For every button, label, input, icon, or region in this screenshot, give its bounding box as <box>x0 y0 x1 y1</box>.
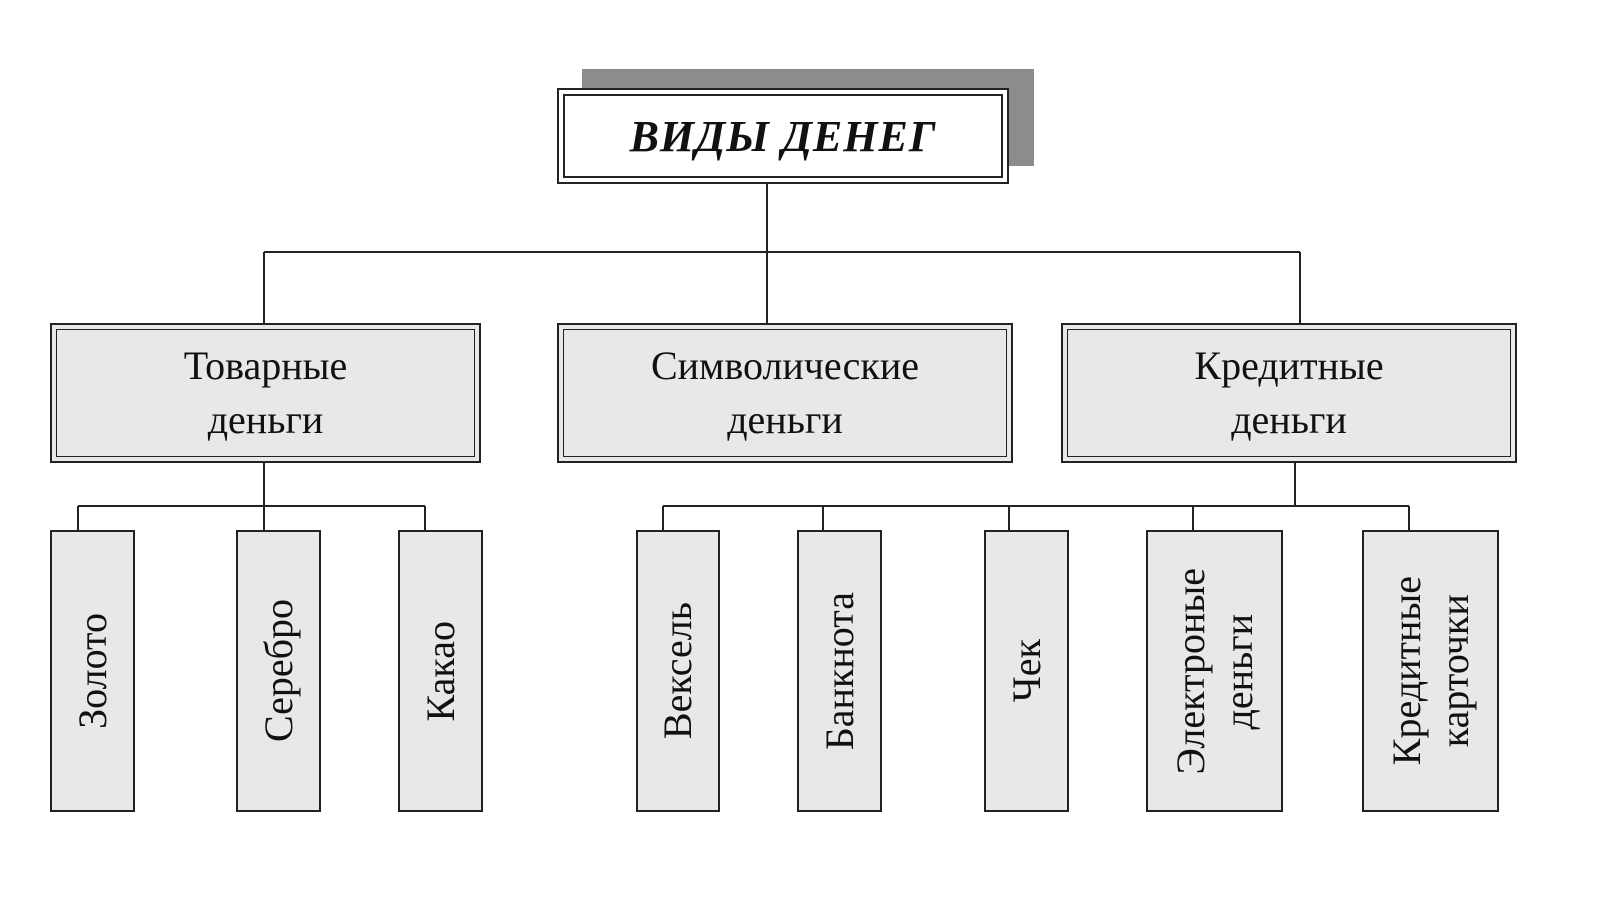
root-box: ВИДЫ ДЕНЕГ <box>557 88 1009 184</box>
leaf-label: Электроные деньги <box>1167 567 1261 775</box>
category-label: Товарные деньги <box>183 343 348 442</box>
leaf-label: Вексель <box>655 602 700 740</box>
leaf-gold: Золото <box>50 530 135 812</box>
category-label: Кредитные деньги <box>1194 343 1384 442</box>
leaf-cocoa: Какао <box>398 530 483 812</box>
category-label: Символические деньги <box>650 343 920 442</box>
leaf-label: Серебро <box>255 599 301 743</box>
leaf-bill-of-exchange: Вексель <box>636 530 720 812</box>
leaf-label: Золото <box>69 613 115 729</box>
category-credit-money: Кредитные деньги <box>1061 323 1517 463</box>
leaf-label: Банкнота <box>816 591 862 751</box>
leaf-credit-cards: Кредитные карточки <box>1362 530 1499 812</box>
leaf-electronic-money: Электроные деньги <box>1146 530 1283 812</box>
root-title: ВИДЫ ДЕНЕГ <box>629 111 937 161</box>
category-commodity-money: Товарные деньги <box>50 323 481 463</box>
leaf-label: Какао <box>417 620 463 722</box>
leaf-label: Кредитные карточки <box>1383 576 1477 766</box>
leaf-cheque: Чек <box>984 530 1069 812</box>
leaf-banknote: Банкнота <box>797 530 882 812</box>
category-symbolic-money: Символические деньги <box>557 323 1013 463</box>
leaf-label: Чек <box>1003 639 1049 703</box>
leaf-silver: Серебро <box>236 530 321 812</box>
